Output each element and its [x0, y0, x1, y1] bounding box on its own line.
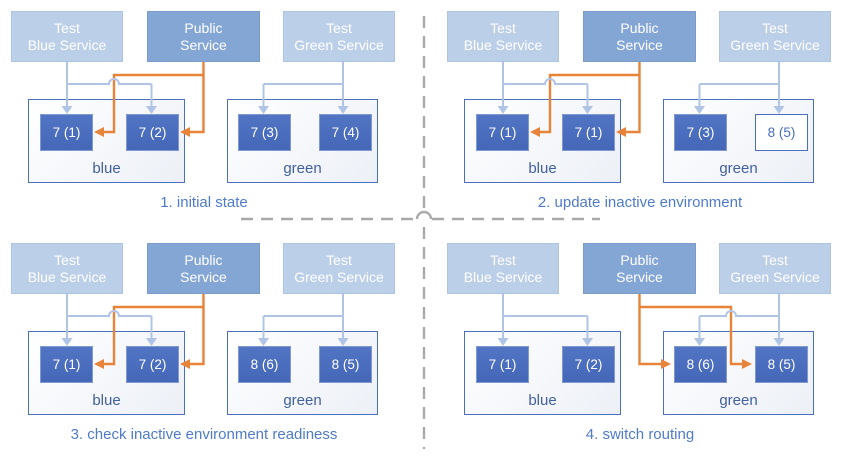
test-blue-service-bus: [67, 78, 152, 85]
quadrant-caption: 1. initial state: [160, 194, 248, 211]
public-route-arrow-main: [638, 294, 661, 366]
blue-environment-box: 7 (1) 7 (2) blue: [28, 99, 185, 183]
version-box: 7 (1): [40, 114, 93, 151]
environment-label: blue: [92, 392, 121, 409]
green-environment-box: 7 (3) 7 (4) green: [227, 99, 378, 183]
version-box: 7 (2): [126, 346, 179, 383]
service-label-line2: Service: [616, 36, 663, 53]
service-label-line2: Blue Service: [463, 36, 543, 53]
green-environment-box: 8 (6) 8 (5) green: [663, 331, 814, 415]
public-route-arrow-main: [626, 62, 641, 134]
green-environment-box: 8 (6) 8 (5) green: [227, 331, 378, 415]
service-label-line2: Blue Service: [27, 268, 107, 285]
version-box: 7 (3): [674, 114, 727, 151]
quadrant-caption: 2. update inactive environment: [537, 194, 743, 211]
quadrant-caption: 3. check inactive environment readiness: [70, 426, 338, 443]
blue-environment-box: 7 (1) 7 (1) blue: [464, 99, 621, 183]
version-box: 7 (1): [562, 114, 615, 151]
service-label-line1: Test: [54, 19, 80, 36]
blue-environment-box: 7 (1) 7 (2) blue: [464, 331, 621, 415]
version-box: 8 (6): [674, 346, 727, 383]
service-label-line1: Test: [762, 251, 788, 268]
environment-label: blue: [92, 160, 121, 177]
service-label-line1: Test: [54, 251, 80, 268]
service-label-line1: Public: [184, 251, 223, 268]
service-label-line1: Test: [326, 251, 352, 268]
service-label-line2: Blue Service: [27, 36, 107, 53]
service-label-line1: Public: [184, 19, 223, 36]
service-label-line1: Test: [490, 19, 516, 36]
version-box: 7 (4): [319, 114, 372, 151]
divider-crossing-arc: [415, 210, 433, 220]
version-box: 7 (2): [562, 346, 615, 383]
environment-label: blue: [528, 392, 557, 409]
service-label-line2: Green Service: [294, 268, 384, 285]
version-box: 8 (5): [319, 346, 372, 383]
environment-label: green: [719, 392, 758, 409]
service-label-line2: Green Service: [730, 36, 820, 53]
environment-label: green: [283, 160, 322, 177]
service-label-line2: Blue Service: [463, 268, 543, 285]
green-environment-box: 7 (3) 8 (5) green: [663, 99, 814, 183]
service-label-line2: Green Service: [294, 36, 384, 53]
service-label-line2: Service: [180, 268, 227, 285]
public-route-arrow-main: [190, 294, 205, 366]
service-label-line1: Public: [620, 251, 659, 268]
service-label-line1: Test: [762, 19, 788, 36]
test-green-service-bus: [699, 310, 779, 317]
environment-label: green: [283, 392, 322, 409]
quadrant-caption: 4. switch routing: [585, 426, 695, 443]
version-box: 8 (5): [755, 114, 808, 151]
service-label-line2: Service: [616, 268, 663, 285]
version-box: 8 (6): [238, 346, 291, 383]
version-box: 7 (1): [40, 346, 93, 383]
blue-environment-box: 7 (1) 7 (2) blue: [28, 331, 185, 415]
version-box: 7 (1): [476, 114, 529, 151]
service-label-line1: Public: [620, 19, 659, 36]
environment-label: blue: [528, 160, 557, 177]
version-box: 7 (2): [126, 114, 179, 151]
service-label-line1: Test: [490, 251, 516, 268]
service-label-line1: Test: [326, 19, 352, 36]
service-label-line2: Green Service: [730, 268, 820, 285]
service-label-line2: Service: [180, 36, 227, 53]
environment-label: green: [719, 160, 758, 177]
version-box: 7 (3): [238, 114, 291, 151]
test-blue-service-bus: [67, 310, 152, 317]
version-box: 7 (1): [476, 346, 529, 383]
version-box: 8 (5): [755, 346, 808, 383]
quadrant-3: 3. check inactive environment readiness …: [6, 238, 410, 456]
public-route-arrow-main: [190, 62, 205, 134]
test-blue-service-bus: [503, 78, 588, 85]
